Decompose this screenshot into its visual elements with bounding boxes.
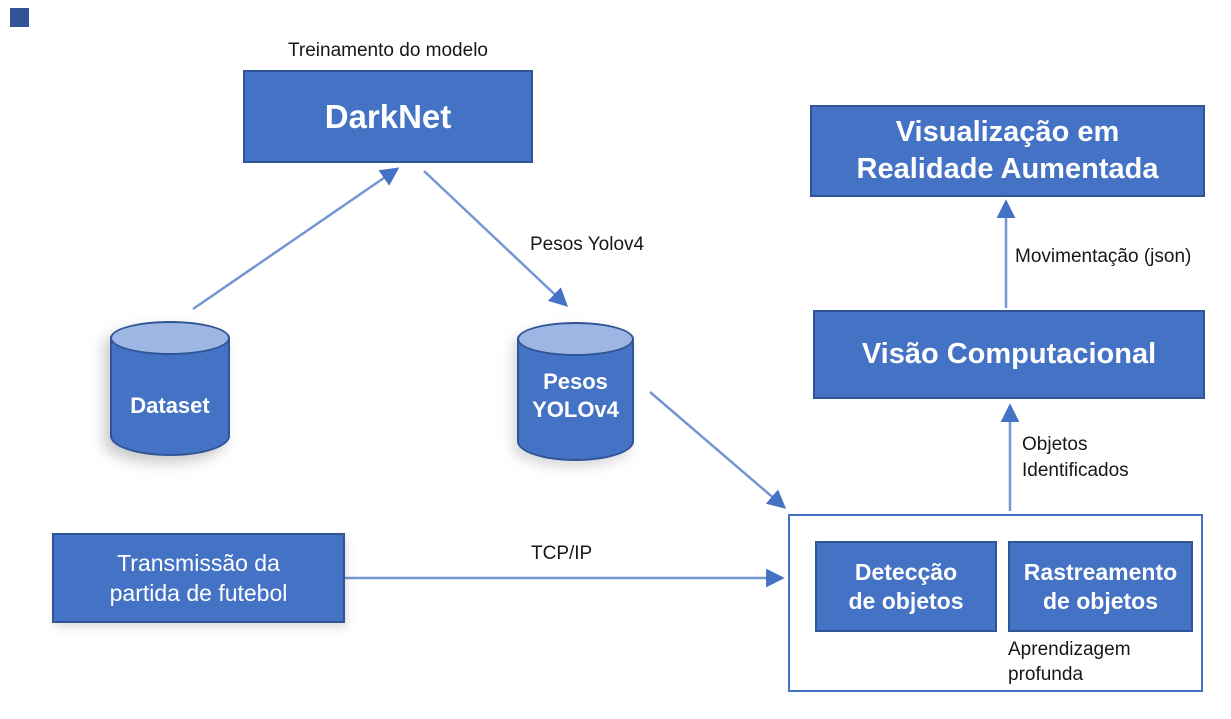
rastreamento-objetos-node: Rastreamento de objetos <box>1008 541 1193 632</box>
deteccao-objetos-node: Detecção de objetos <box>815 541 997 632</box>
training-label: Treinamento do modelo <box>288 40 488 61</box>
movimentacao-json-label: Movimentação (json) <box>1015 246 1192 267</box>
pesos-cylinder-body <box>517 339 634 461</box>
pesos-yolov4-arrow-label: Pesos Yolov4 <box>530 234 645 255</box>
objetos-identificados-label: Objetos Identificados <box>1022 434 1129 481</box>
dataset-cylinder-body <box>110 338 230 456</box>
dataset-cylinder: Dataset <box>110 321 230 456</box>
arrow-pesos-to-deep-learning <box>649 391 787 509</box>
pesos-yolov4-label: Pesos YOLOv4 <box>532 369 619 422</box>
dataset-cylinder-top <box>110 321 230 355</box>
pesos-yolov4-cylinder: Pesos YOLOv4 <box>517 322 634 461</box>
visualizacao-ra-node: Visualização em Realidade Aumentada <box>810 105 1205 197</box>
aprendizagem-profunda-label: Aprendizagem profunda <box>1008 639 1131 685</box>
transmissao-node: Transmissão da partida de futebol <box>52 533 345 623</box>
dataset-label: Dataset <box>130 393 210 418</box>
arrow-dataset-to-darknet <box>192 167 400 311</box>
tcpip-label: TCP/IP <box>531 543 593 564</box>
visao-computacional-node: Visão Computacional <box>813 310 1205 399</box>
darknet-node: DarkNet <box>243 70 533 163</box>
corner-square-decoration <box>10 8 29 27</box>
pesos-cylinder-top <box>517 322 634 356</box>
